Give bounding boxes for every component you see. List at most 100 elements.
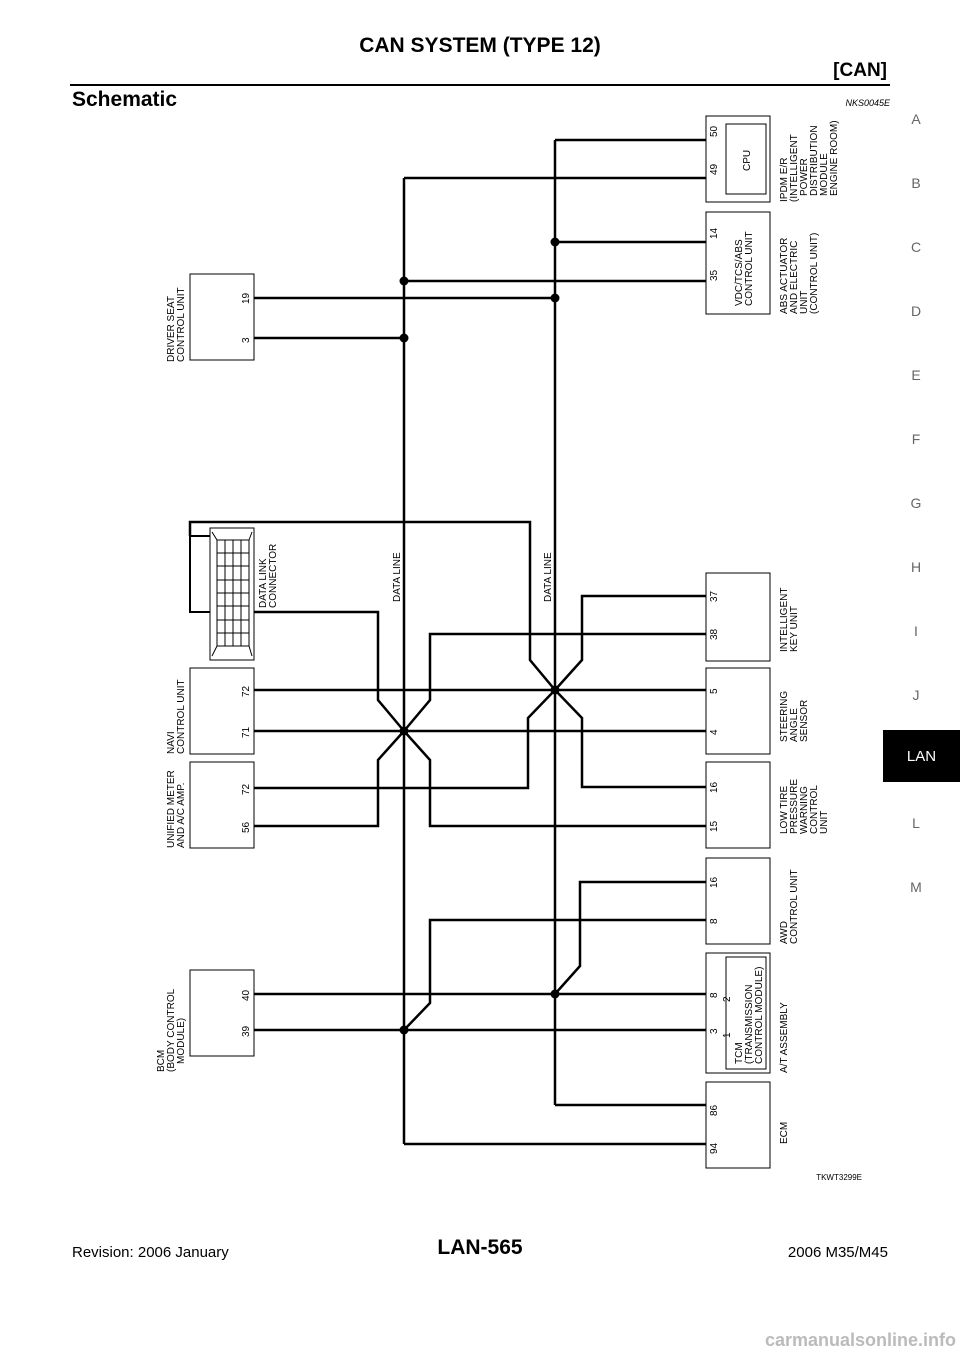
bcm-name-1: BCM bbox=[156, 1050, 167, 1072]
ecm-box bbox=[705, 1081, 771, 1169]
bcm-name-2: (BODY CONTROL bbox=[166, 988, 177, 1072]
abs-inner-2: CONTROL UNIT bbox=[744, 231, 755, 306]
abs-inner-1: VDC/TCS/ABS bbox=[734, 239, 745, 306]
at-subpin-1: 1 bbox=[722, 1032, 733, 1038]
ipdm-name-1: IPDM E/R bbox=[779, 158, 790, 202]
steering-pin-4: 4 bbox=[709, 729, 720, 735]
side-tab-b[interactable]: B bbox=[911, 175, 921, 191]
dlc-name-1: DATA LINK bbox=[258, 558, 269, 608]
key-name-1: INTELLIGENT bbox=[779, 588, 790, 652]
tcm-inner-3: CONTROL MODULE) bbox=[754, 967, 765, 1064]
side-tab-c[interactable]: C bbox=[910, 239, 922, 255]
tire-box bbox=[705, 761, 771, 849]
abs-name-4: (CONTROL UNIT) bbox=[809, 233, 820, 314]
tire-name-4: CONTROL bbox=[809, 785, 820, 834]
header-rule bbox=[70, 84, 890, 86]
side-tab-m[interactable]: M bbox=[910, 879, 922, 895]
footer-revision: Revision: 2006 January bbox=[72, 1244, 229, 1261]
tire-name-1: LOW TIRE bbox=[779, 786, 790, 834]
abs-pin-14: 14 bbox=[709, 227, 720, 239]
at-subpin-2: 2 bbox=[722, 996, 733, 1002]
data-line-label-a: DATA LINE bbox=[392, 552, 403, 602]
data-line-label-b: DATA LINE bbox=[543, 552, 554, 602]
meter-pin-56: 56 bbox=[241, 821, 252, 833]
tire-name-3: WARNING bbox=[799, 786, 810, 834]
ipdm-pin-50: 50 bbox=[709, 125, 720, 137]
side-tab-a[interactable]: A bbox=[911, 111, 921, 127]
ipdm-box bbox=[705, 115, 771, 203]
steering-name-1: STEERING bbox=[779, 691, 790, 742]
navi-name-1: NAVI bbox=[166, 731, 177, 754]
side-tab-lan-active[interactable]: LAN bbox=[883, 730, 960, 782]
navi-pin-72: 72 bbox=[241, 685, 252, 697]
tire-pin-15: 15 bbox=[709, 820, 720, 832]
side-tab-g[interactable]: G bbox=[910, 495, 922, 511]
footer-model: 2006 M35/M45 bbox=[787, 1244, 888, 1261]
page-subtitle: [CAN] bbox=[833, 60, 887, 81]
bcm-box bbox=[189, 969, 255, 1057]
side-tab-h[interactable]: H bbox=[910, 559, 922, 575]
tire-name-5: UNIT bbox=[819, 811, 830, 834]
ecm-pin-94: 94 bbox=[709, 1142, 720, 1154]
driver-seat-pin-19: 19 bbox=[241, 292, 252, 304]
ipdm-name-6: ENGINE ROOM) bbox=[829, 120, 840, 196]
awd-box bbox=[705, 857, 771, 945]
bcm-pin-39: 39 bbox=[241, 1025, 252, 1037]
tcm-inner-2: (TRANSMISSION bbox=[744, 985, 755, 1064]
ecm-name: ECM bbox=[779, 1122, 790, 1144]
abs-name-3: UNIT bbox=[799, 291, 810, 314]
side-tab-i[interactable]: I bbox=[914, 623, 918, 639]
navi-box bbox=[189, 667, 255, 755]
meter-pin-72: 72 bbox=[241, 783, 252, 795]
ipdm-pin-49: 49 bbox=[709, 163, 720, 175]
key-pin-37: 37 bbox=[709, 590, 720, 602]
dlc-name-2: CONNECTOR bbox=[268, 544, 279, 608]
tire-pin-16: 16 bbox=[709, 781, 720, 793]
ipdm-cpu-label: CPU bbox=[742, 150, 753, 171]
watermark: carmanualsonline.info bbox=[764, 1330, 956, 1350]
ipdm-name-3: POWER bbox=[799, 158, 810, 196]
meter-box bbox=[189, 761, 255, 849]
meter-name-1: UNIFIED METER bbox=[166, 770, 177, 848]
navi-pin-71: 71 bbox=[241, 726, 252, 738]
footer-page-number: LAN-565 bbox=[437, 1236, 523, 1259]
awd-name-1: AWD bbox=[779, 921, 790, 944]
ipdm-name-5: MODULE bbox=[819, 153, 830, 196]
driver-seat-box bbox=[189, 273, 255, 361]
abs-pin-35: 35 bbox=[709, 269, 720, 281]
cpu-box bbox=[725, 123, 767, 195]
steering-name-3: SENSOR bbox=[799, 700, 810, 742]
driver-seat-pin-3: 3 bbox=[241, 337, 252, 343]
awd-name-2: CONTROL UNIT bbox=[789, 869, 800, 944]
side-tab-d[interactable]: D bbox=[910, 303, 922, 319]
side-tab-j[interactable]: J bbox=[912, 687, 920, 703]
side-tab-e[interactable]: E bbox=[911, 367, 921, 383]
abs-name-1: ABS ACTUATOR bbox=[779, 238, 790, 314]
dlc-box bbox=[209, 527, 255, 661]
at-pin-8: 8 bbox=[709, 992, 720, 998]
abs-name-2: AND ELECTRIC bbox=[789, 241, 800, 314]
key-pin-38: 38 bbox=[709, 628, 720, 640]
tire-name-2: PRESSURE bbox=[789, 779, 800, 834]
tcm-box bbox=[725, 956, 767, 1070]
bcm-name-3: MODULE) bbox=[176, 1018, 187, 1064]
steering-box bbox=[705, 667, 771, 755]
steering-pin-5: 5 bbox=[709, 688, 720, 694]
key-name-2: KEY UNIT bbox=[789, 606, 800, 652]
ipdm-name-4: DISTRIBUTION bbox=[809, 125, 820, 196]
meter-name-2: AND A/C AMP. bbox=[176, 783, 187, 848]
tcm-inner-1: TCM bbox=[734, 1042, 745, 1064]
side-tab-l[interactable]: L bbox=[912, 815, 920, 831]
driver-seat-name-1: DRIVER SEAT bbox=[166, 296, 177, 362]
side-tab-f[interactable]: F bbox=[911, 431, 921, 447]
ecm-pin-86: 86 bbox=[709, 1104, 720, 1116]
at-box bbox=[705, 952, 771, 1074]
section-code: NKS0045E bbox=[845, 98, 890, 108]
section-title: Schematic bbox=[72, 88, 178, 111]
awd-pin-8: 8 bbox=[709, 918, 720, 924]
figure-code: TKWT3299E bbox=[816, 1173, 862, 1182]
bcm-pin-40: 40 bbox=[241, 989, 252, 1001]
abs-box bbox=[705, 211, 771, 315]
awd-pin-16: 16 bbox=[709, 876, 720, 888]
